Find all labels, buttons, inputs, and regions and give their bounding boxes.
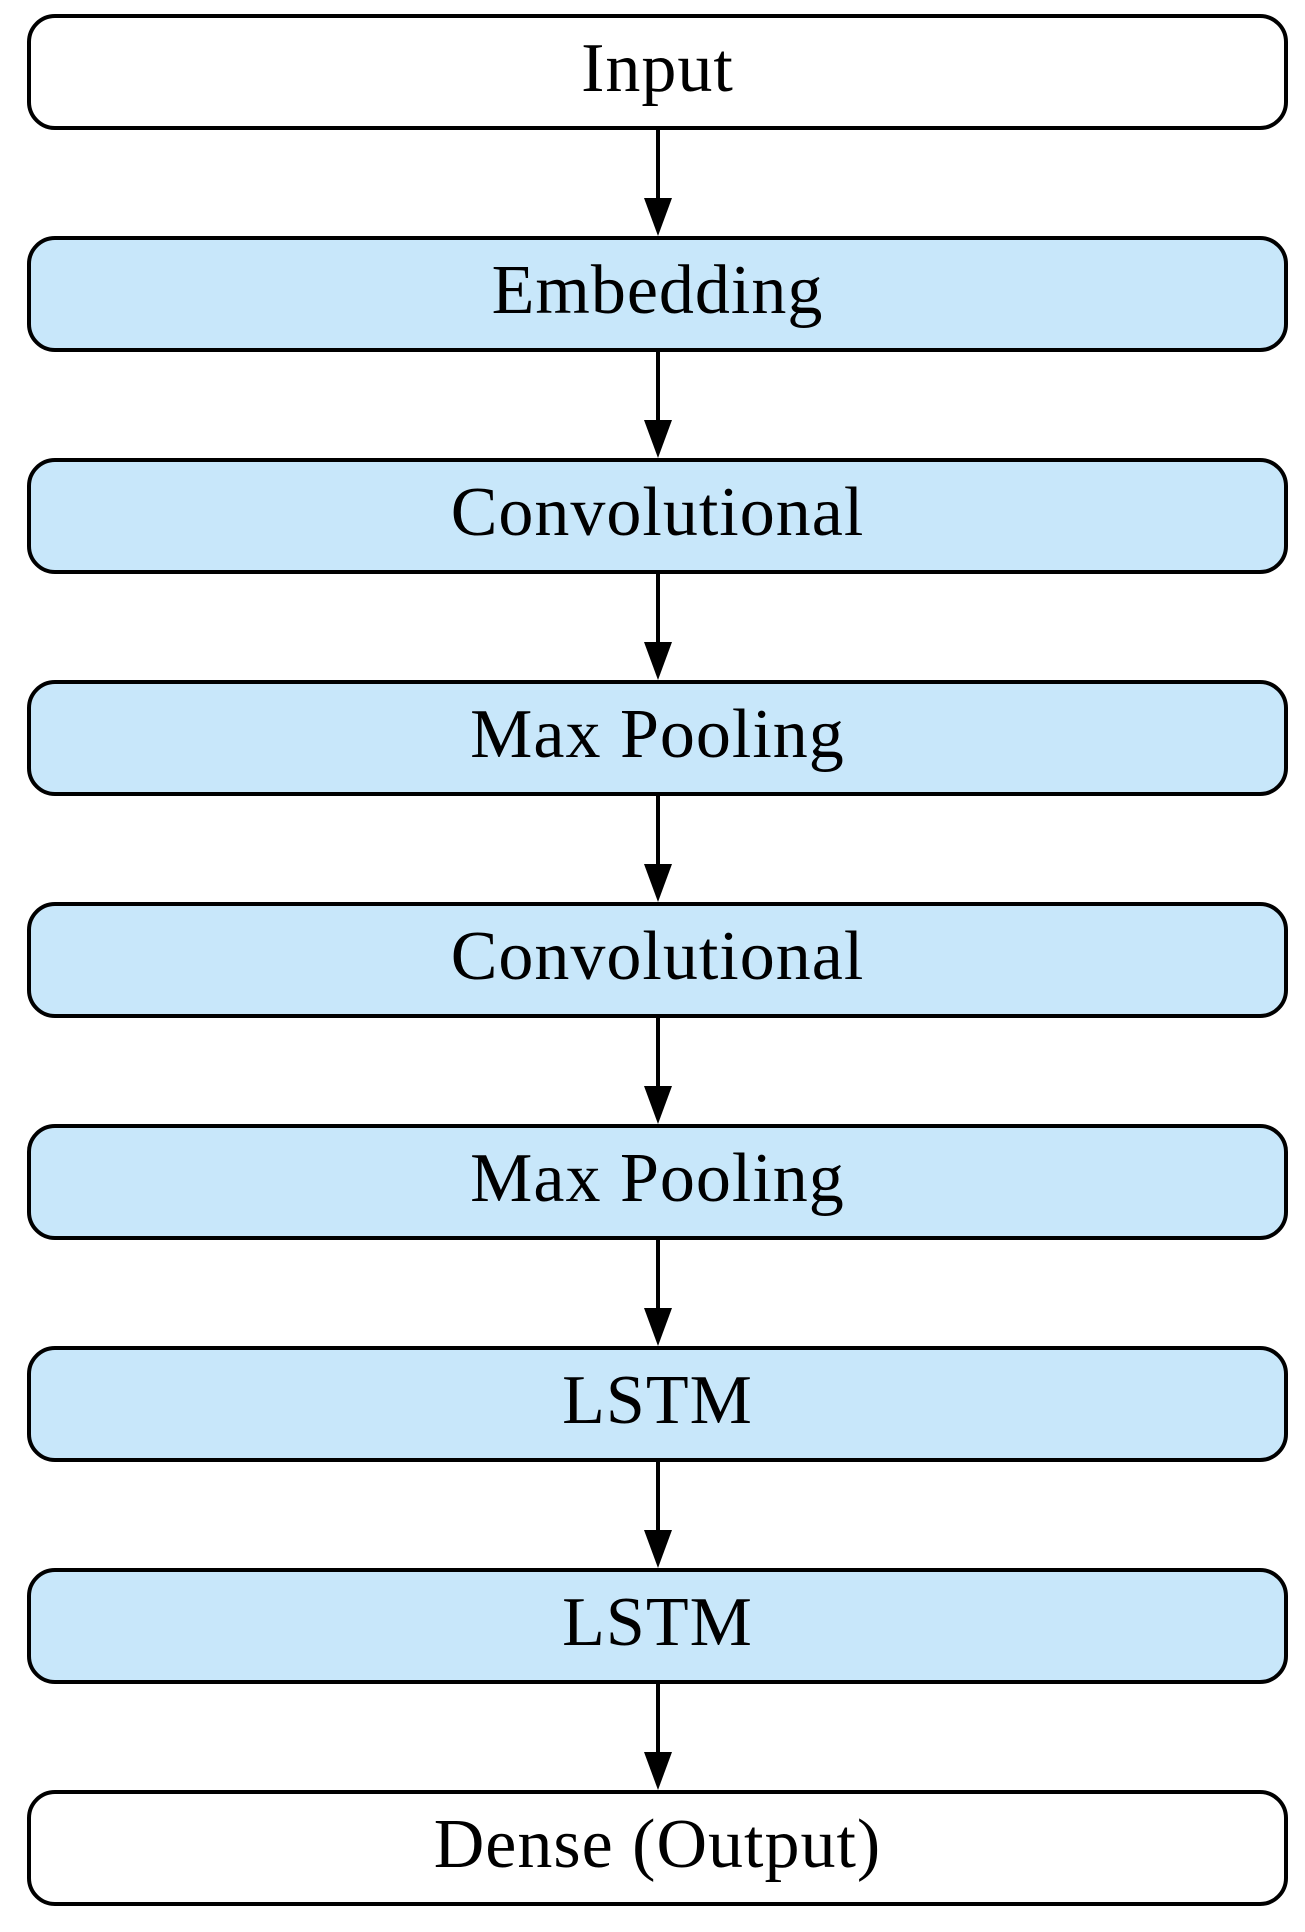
arrow-max-pooling-2-to-lstm-1 — [27, 1240, 1288, 1346]
arrow-max-pooling-1-to-convolutional-2 — [27, 796, 1288, 902]
down-arrow-icon — [643, 1240, 672, 1346]
node-lstm-1: LSTM — [27, 1346, 1288, 1462]
arrow-input-to-embedding — [27, 130, 1288, 236]
arrow-lstm-2-to-dense-output — [27, 1684, 1288, 1790]
node-lstm-2-label: LSTM — [562, 1584, 753, 1661]
node-max-pooling-2: Max Pooling — [27, 1124, 1288, 1240]
node-input-label: Input — [581, 30, 734, 107]
down-arrow-icon — [643, 130, 672, 236]
node-embedding: Embedding — [27, 236, 1288, 352]
node-convolutional-1-label: Convolutional — [450, 474, 865, 551]
node-input: Input — [27, 14, 1288, 130]
arrow-embedding-to-convolutional-1 — [27, 352, 1288, 458]
arrow-convolutional-1-to-max-pooling-1 — [27, 574, 1288, 680]
node-embedding-label: Embedding — [491, 252, 824, 329]
node-lstm-2: LSTM — [27, 1568, 1288, 1684]
down-arrow-icon — [643, 1462, 672, 1568]
node-max-pooling-1: Max Pooling — [27, 680, 1288, 796]
node-max-pooling-2-label: Max Pooling — [470, 1140, 845, 1217]
node-convolutional-1: Convolutional — [27, 458, 1288, 574]
down-arrow-icon — [643, 1684, 672, 1790]
down-arrow-icon — [643, 574, 672, 680]
node-convolutional-2-label: Convolutional — [450, 918, 865, 995]
architecture-flowchart: Input Embedding Convolutional Max Poolin… — [27, 0, 1288, 1906]
arrow-convolutional-2-to-max-pooling-2 — [27, 1018, 1288, 1124]
down-arrow-icon — [643, 352, 672, 458]
node-max-pooling-1-label: Max Pooling — [470, 696, 845, 773]
node-lstm-1-label: LSTM — [562, 1362, 753, 1439]
node-dense-output-label: Dense (Output) — [433, 1806, 882, 1883]
arrow-lstm-1-to-lstm-2 — [27, 1462, 1288, 1568]
down-arrow-icon — [643, 796, 672, 902]
down-arrow-icon — [643, 1018, 672, 1124]
node-dense-output: Dense (Output) — [27, 1790, 1288, 1906]
node-convolutional-2: Convolutional — [27, 902, 1288, 1018]
